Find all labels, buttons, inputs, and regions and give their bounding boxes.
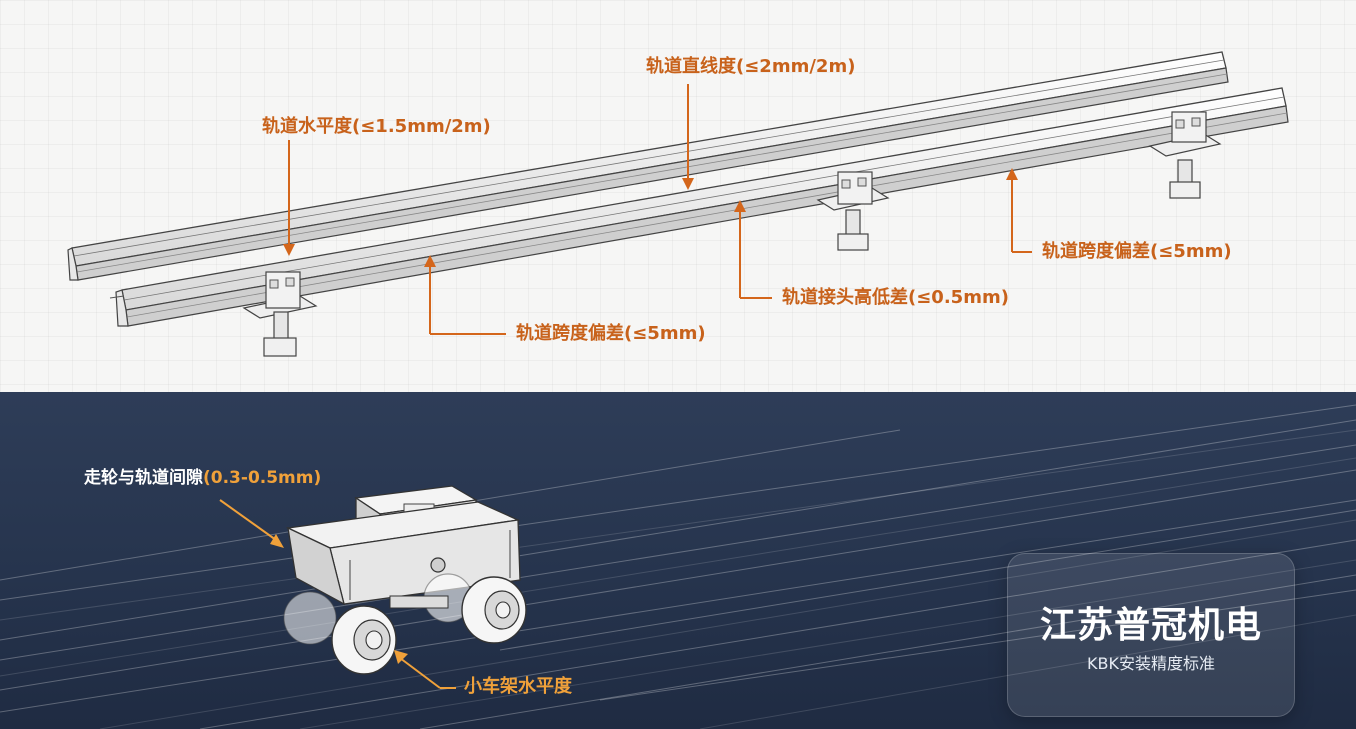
- label-rail-levelness: 轨道水平度(≤1.5mm/2m): [262, 116, 491, 137]
- trolley: [283, 485, 527, 675]
- front-wheel-right: [461, 576, 527, 644]
- label-rail-straightness: 轨道直线度(≤2mm/2m): [646, 56, 856, 77]
- front-rail: [109, 87, 1289, 327]
- brand-card: 江苏普冠机电 KBK安装精度标准: [1007, 553, 1295, 717]
- wheel-gap-value: (0.3-0.5mm): [203, 468, 322, 488]
- callout-leaders: [283, 84, 1032, 335]
- motion-streaks: [0, 404, 1356, 729]
- label-span-deviation-right: 轨道跨度偏差(≤5mm): [1042, 241, 1232, 262]
- label-trolley-levelness: 小车架水平度: [464, 676, 572, 697]
- front-wheel-left: [331, 605, 397, 675]
- label-wheel-rail-gap: 走轮与轨道间隙(0.3-0.5mm): [84, 470, 321, 487]
- label-span-deviation-left: 轨道跨度偏差(≤5mm): [516, 323, 706, 344]
- trolley-leaders: [219, 499, 456, 689]
- rail-support-middle: [816, 171, 890, 251]
- wheel-gap-text: 走轮与轨道间隙: [84, 468, 203, 488]
- brand-name: 江苏普冠机电: [1039, 605, 1262, 646]
- rear-rail: [67, 51, 1229, 281]
- brand-subtitle: KBK安装精度标准: [1087, 654, 1215, 673]
- rail-illustration: [67, 51, 1289, 357]
- rail-support-left: [242, 271, 318, 357]
- trolley-panel: [0, 392, 1356, 729]
- label-joint-height-diff: 轨道接头高低差(≤0.5mm): [782, 287, 1009, 308]
- rail-support-right: [1148, 111, 1222, 199]
